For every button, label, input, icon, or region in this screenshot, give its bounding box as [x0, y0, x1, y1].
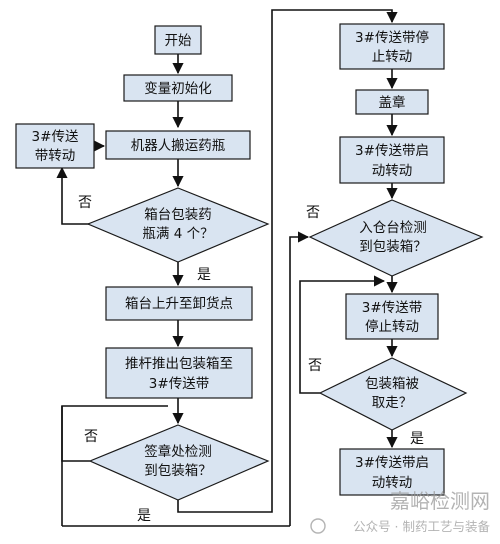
- push-label-1: 推杆推出包装箱至: [125, 356, 233, 372]
- start3-label-1: 3#传送带启: [355, 455, 429, 471]
- robot-node: [105, 130, 251, 160]
- stamp-label: 盖章: [379, 94, 406, 111]
- start3-node: [339, 448, 445, 496]
- start2-node: [339, 136, 445, 184]
- stop1-label-1: 3#传送带停: [355, 29, 429, 46]
- init-node: [123, 74, 233, 102]
- lift-label: 箱台上升至卸货点: [125, 295, 233, 312]
- taken-yes-label: 是: [410, 431, 424, 447]
- wechat-icon: [310, 518, 326, 534]
- full-check-label-1: 箱台包装药: [144, 207, 212, 223]
- watermark-site: 嘉峪检测网: [390, 489, 490, 513]
- stop1-node: [339, 23, 445, 70]
- conveyor-left-label-2: 带转动: [35, 148, 76, 164]
- seal-check-decision: [88, 424, 270, 501]
- full-check-label-2: 瓶满 4 个？: [142, 226, 213, 242]
- arrow-sealcheck-yes: [177, 9, 398, 513]
- push-node: [105, 347, 253, 399]
- seal-check-yes-label: 是: [137, 508, 151, 524]
- taken-check-label-1: 包装箱被: [365, 376, 419, 392]
- push-label-2: 3#传送带: [149, 376, 209, 392]
- full-check-decision: [86, 187, 270, 263]
- connectors: [56, 9, 398, 527]
- taken-no-label: 否: [308, 358, 322, 374]
- warehouse-no-label: 否: [306, 205, 320, 221]
- start3-label-2: 动转动: [372, 475, 413, 491]
- start2-label-2: 动转动: [372, 163, 413, 179]
- watermark-account: 公众号 · 制药工艺与装备: [353, 519, 490, 534]
- start-node: [154, 25, 202, 55]
- warehouse-check-label-1: 入仓台检测: [359, 220, 427, 236]
- full-check-no-label: 否: [78, 195, 92, 211]
- warehouse-check-decision: [308, 199, 484, 277]
- stop2-label-2: 停止转动: [365, 318, 419, 335]
- seal-check-no-label: 否: [84, 429, 98, 445]
- robot-label: 机器人搬运药瓶: [131, 138, 226, 154]
- arrow-taken-no: [299, 275, 386, 394]
- full-check-yes-label: 是: [197, 267, 211, 283]
- conveyor-left-label-1: 3#传送: [32, 129, 79, 145]
- taken-check-label-2: 取走？: [372, 395, 413, 411]
- start2-label-1: 3#传送带启: [355, 143, 429, 159]
- stamp-node: [355, 89, 429, 115]
- init-label: 变量初始化: [144, 80, 212, 97]
- conveyor-left-node: [15, 123, 95, 169]
- lift-node: [105, 286, 253, 321]
- arrow-fullcheck-no: [56, 166, 90, 225]
- seal-check-label-1: 签章处检测: [144, 443, 212, 460]
- start-label: 开始: [165, 33, 192, 49]
- taken-check-decision: [318, 357, 468, 431]
- warehouse-check-label-2: 到包装箱？: [359, 239, 427, 255]
- watermark: 嘉峪检测网 公众号 · 制药工艺与装备: [310, 489, 490, 534]
- seal-check-label-2: 到包装箱？: [144, 463, 212, 479]
- stop2-label-1: 3#传送带: [362, 300, 422, 316]
- stop1-label-2: 止转动: [372, 49, 413, 65]
- stop2-node: [345, 293, 439, 340]
